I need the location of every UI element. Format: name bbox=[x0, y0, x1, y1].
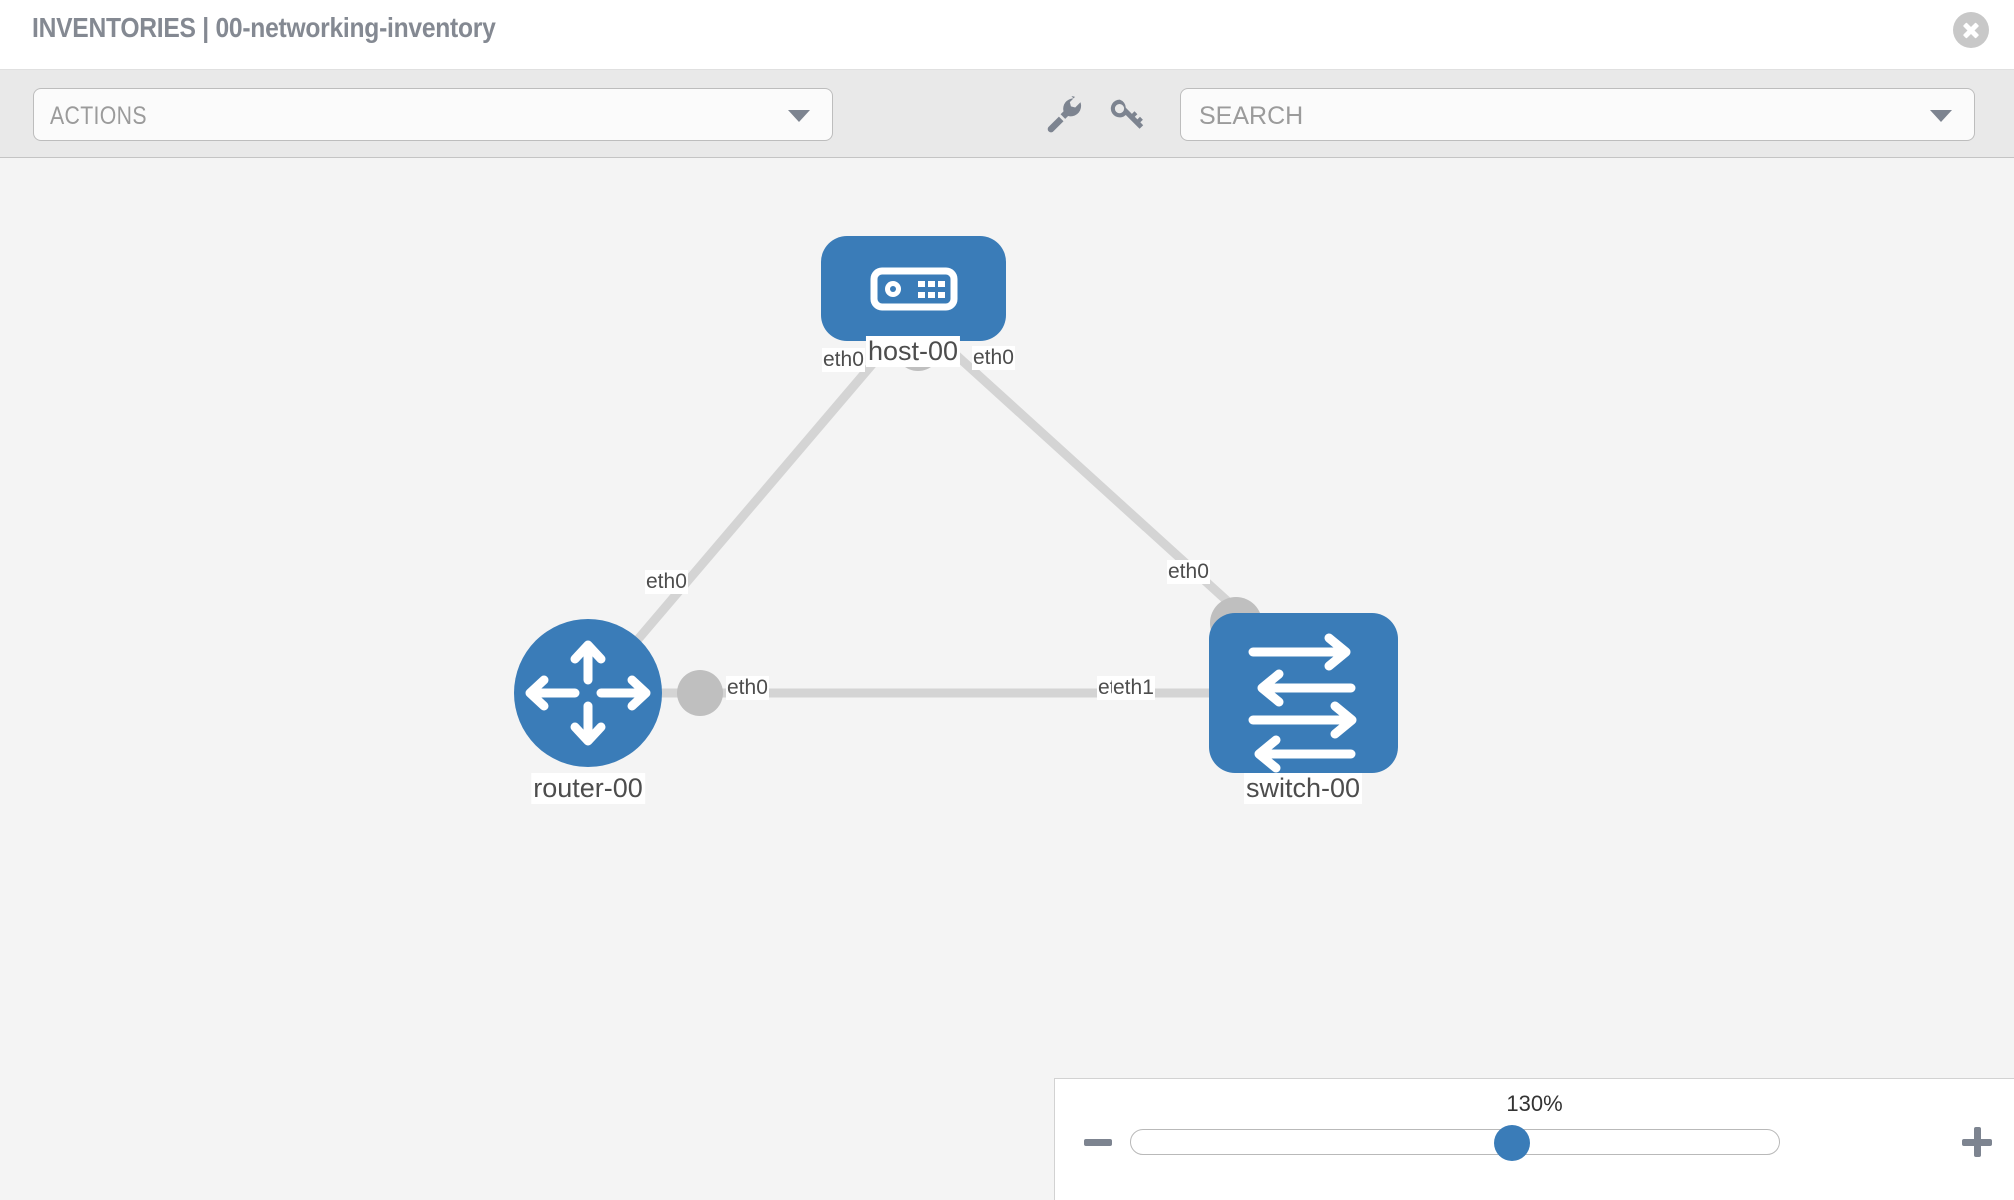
key-icon[interactable] bbox=[1104, 92, 1150, 138]
node-host-00[interactable] bbox=[821, 236, 1006, 341]
node-label-switch-00: switch-00 bbox=[1243, 773, 1363, 804]
page-title: INVENTORIES | 00-networking-inventory bbox=[32, 12, 496, 43]
chevron-down-icon bbox=[1930, 109, 1952, 122]
node-switch-00[interactable] bbox=[1209, 613, 1398, 773]
zoom-in-icon-v bbox=[1973, 1127, 1981, 1157]
zoom-slider-thumb[interactable] bbox=[1494, 1125, 1530, 1161]
server-icon bbox=[870, 267, 958, 311]
node-label-host-00: host-00 bbox=[865, 336, 961, 367]
zoom-level-value: 130% bbox=[1506, 1091, 1563, 1116]
node-router-00[interactable] bbox=[514, 619, 662, 767]
actions-dropdown-label: ACTIONS bbox=[50, 102, 147, 130]
actions-dropdown[interactable]: ACTIONS bbox=[33, 88, 833, 141]
page-header: INVENTORIES | 00-networking-inventory bbox=[0, 0, 2014, 70]
iface-label-switch00-uplink: eth0 bbox=[1167, 560, 1210, 584]
switch-arrows-icon bbox=[1248, 633, 1357, 773]
zoom-in-button[interactable] bbox=[1962, 1127, 1992, 1157]
chevron-down-icon bbox=[788, 109, 810, 122]
iface-label-router00-eth0: eth0 bbox=[726, 676, 769, 700]
iface-label-switch00-eth1: eth1 bbox=[1112, 676, 1155, 700]
zoom-control-panel: 130% bbox=[1054, 1078, 2014, 1200]
topology-canvas[interactable]: host-00 router-00 switch-00 eth0 eth0 et… bbox=[0, 158, 2014, 1200]
link-host00-router00[interactable] bbox=[601, 351, 885, 681]
search-input[interactable]: SEARCH bbox=[1180, 88, 1975, 141]
search-input-placeholder: SEARCH bbox=[1199, 102, 1304, 130]
iface-label-router00-uplink: eth0 bbox=[645, 570, 688, 594]
wrench-icon[interactable] bbox=[1040, 92, 1086, 138]
zoom-out-button[interactable] bbox=[1084, 1139, 1112, 1146]
toolbar: ACTIONS SEARCH bbox=[0, 70, 2014, 158]
zoom-slider-track[interactable] bbox=[1130, 1129, 1780, 1155]
endpoint-router00-a bbox=[677, 670, 723, 716]
topology-endpoints bbox=[677, 325, 1262, 716]
close-icon[interactable] bbox=[1953, 12, 1989, 48]
iface-label-host00-right: eth0 bbox=[972, 346, 1015, 370]
topology-graph bbox=[514, 236, 1398, 773]
router-arrows-icon bbox=[525, 640, 651, 746]
node-label-router-00: router-00 bbox=[531, 773, 645, 804]
iface-label-host00-left: eth0 bbox=[822, 348, 865, 372]
topology-links bbox=[601, 350, 1294, 698]
